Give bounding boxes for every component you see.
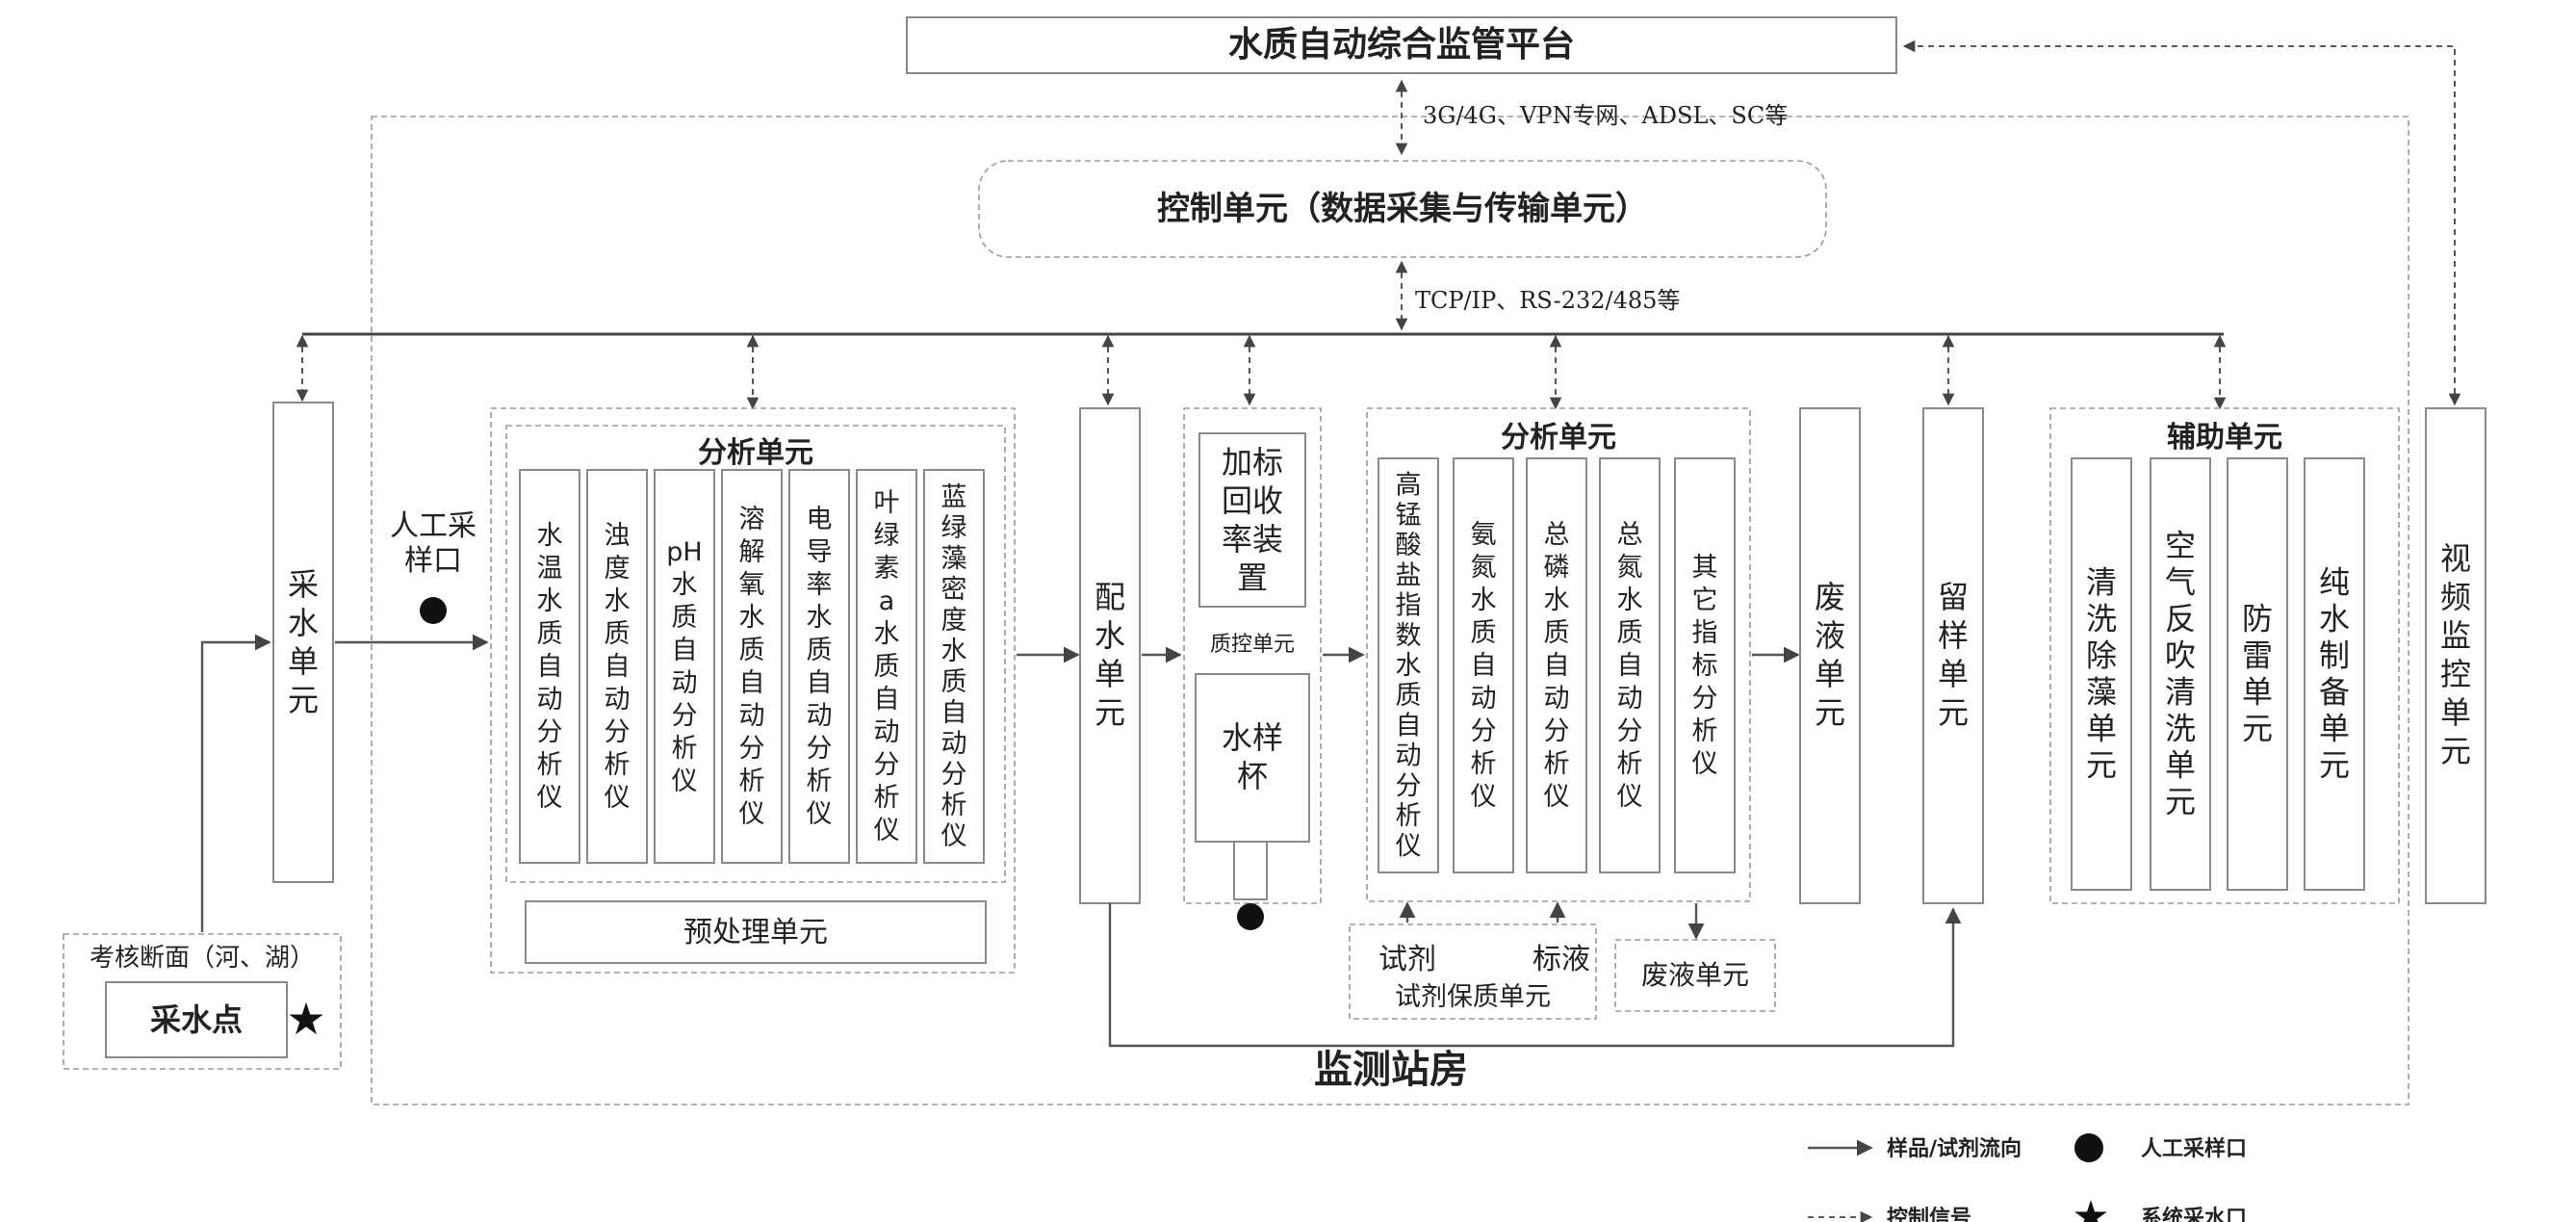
pretreat-label: 预处理单元 xyxy=(683,916,828,949)
station-border xyxy=(371,116,2409,1105)
aux-item-label-3: 防雷单元 xyxy=(2242,601,2273,747)
analysis1-instrument-1: 水温水质自动分析仪 xyxy=(519,469,580,864)
station-label: 监测站房 xyxy=(1314,1048,1468,1092)
manual-port-dot xyxy=(420,597,447,624)
aux-title: 辅助单元 xyxy=(2167,421,2282,455)
legend-flow-label: 样品/试剂流向 xyxy=(1887,1136,2022,1161)
control-unit-label: 控制单元（数据采集与传输单元） xyxy=(1157,190,1648,228)
spike-recovery-label: 加标回收率装置 xyxy=(1222,444,1283,596)
analysis2-instrument-5: 其它指标分析仪 xyxy=(1674,457,1736,873)
legend-star-icon: ★ xyxy=(2072,1192,2109,1222)
analysis1-instrument-2: 浊度水质自动分析仪 xyxy=(586,469,648,864)
platform-box: 水质自动综合监管平台 xyxy=(906,16,1897,74)
video-platform-link xyxy=(1902,39,2461,406)
manual-port-label: 人工采样口 xyxy=(390,509,477,578)
sampling-point-label: 采水点 xyxy=(150,1001,243,1038)
waste-unit-small: 废液单元 xyxy=(1614,939,1776,1012)
analysis1-instrument-label-7: 蓝绿藻密度水质自动分析仪 xyxy=(941,482,967,851)
analysis2-instrument-1: 高锰酸盐指数水质自动分析仪 xyxy=(1378,457,1439,873)
legend-manual-label: 人工采样口 xyxy=(2141,1136,2247,1161)
reagent-unit-title: 试剂保质单元 xyxy=(1395,982,1551,1012)
analysis1-instrument-label-4: 溶解氧水质自动分析仪 xyxy=(739,505,765,829)
aux-items: 清洗除藻单元 空气反吹清洗单元 防雷单元 纯水制备单元 xyxy=(2071,457,2365,891)
video-unit: 视频监控单元 xyxy=(2425,407,2486,904)
analysis2-instrument-label-2: 氨氮水质自动分析仪 xyxy=(1471,520,1497,812)
analysis1-instrument-label-1: 水温水质自动分析仪 xyxy=(537,521,563,813)
system-intake-star-icon: ★ xyxy=(286,993,325,1045)
distribution-label: 配水单元 xyxy=(1095,579,1125,731)
network-top-label: 3G/4G、VPN专网、ADSL、SC等 xyxy=(1423,102,1788,129)
bus-drops xyxy=(296,334,2227,410)
section-label: 考核断面（河、湖） xyxy=(90,944,315,973)
analysis2-instrument-label-4: 总氮水质自动分析仪 xyxy=(1617,520,1643,812)
aux-item-3: 防雷单元 xyxy=(2227,457,2288,891)
platform-title: 水质自动综合监管平台 xyxy=(1228,25,1575,65)
waste-unit: 废液单元 xyxy=(1799,407,1861,904)
analysis1-instrument-7: 蓝绿藻密度水质自动分析仪 xyxy=(923,469,985,864)
legend-manual-dot-icon xyxy=(2074,1133,2103,1162)
qc-manual-port-dot xyxy=(1237,903,1264,930)
reagent-label: 试剂 xyxy=(1378,943,1436,976)
retention-label: 留样单元 xyxy=(1938,579,1969,731)
video-label: 视频监控单元 xyxy=(2440,540,2471,769)
waste-label: 废液单元 xyxy=(1815,579,1845,731)
qc-unit: 加标回收率装置 质控单元 水样杯 xyxy=(1183,407,1322,904)
analysis2-instrument-label-1: 高锰酸盐指数水质自动分析仪 xyxy=(1396,471,1422,862)
aux-item-label-2: 空气反吹清洗单元 xyxy=(2165,528,2196,820)
analysis2-title: 分析单元 xyxy=(1501,421,1616,455)
analysis2-instruments: 高锰酸盐指数水质自动分析仪 氨氮水质自动分析仪 总磷水质自动分析仪 总氮水质自动分析仪… xyxy=(1378,457,1736,873)
analysis1-instrument-4: 溶解氧水质自动分析仪 xyxy=(721,469,783,864)
analysis2-instrument-label-3: 总磷水质自动分析仪 xyxy=(1544,520,1570,812)
analysis2-instrument-label-5: 其它指标分析仪 xyxy=(1692,553,1718,779)
analysis2-instrument-2: 氨氮水质自动分析仪 xyxy=(1453,457,1514,873)
retention-unit: 留样单元 xyxy=(1922,407,1984,904)
aux-item-1: 清洗除藻单元 xyxy=(2071,457,2132,891)
reagent-unit: 试剂 标液 试剂保质单元 xyxy=(1349,923,1597,1020)
aux-item-2: 空气反吹清洗单元 xyxy=(2150,457,2211,891)
network-bus-label: TCP/IP、RS-232/485等 xyxy=(1415,287,1680,314)
legend: 样品/试剂流向 人工采样口 控制信号 ★ 系统采水口 xyxy=(1808,1133,2247,1222)
legend-system-label: 系统采水口 xyxy=(2141,1206,2247,1222)
sample-cup-label: 水样杯 xyxy=(1222,719,1283,794)
analysis1-instrument-label-5: 电导率水质自动分析仪 xyxy=(807,505,833,829)
legend-control-label: 控制信号 xyxy=(1887,1206,1971,1222)
waste-small-label: 废液单元 xyxy=(1641,959,1749,991)
section-box: 考核断面（河、湖） 采水点 xyxy=(63,933,342,1070)
distribution-unit: 配水单元 xyxy=(1079,407,1141,904)
analysis1-instrument-label-2: 浊度水质自动分析仪 xyxy=(605,521,631,813)
control-unit: 控制单元（数据采集与传输单元） xyxy=(978,160,1827,258)
analysis-unit-2: 分析单元 高锰酸盐指数水质自动分析仪 氨氮水质自动分析仪 总磷水质自动分析仪 总氮水质… xyxy=(1366,407,1751,902)
analysis2-instrument-4: 总氮水质自动分析仪 xyxy=(1599,457,1661,873)
analysis2-instrument-3: 总磷水质自动分析仪 xyxy=(1526,457,1587,873)
intake-unit: 采水单元 xyxy=(272,402,334,883)
analysis1-instrument-5: 电导率水质自动分析仪 xyxy=(788,469,850,864)
flow-distribution-retention xyxy=(1108,903,1962,1048)
auxiliary-unit: 辅助单元 清洗除藻单元 空气反吹清洗单元 防雷单元 纯水制备单元 xyxy=(2049,407,2400,904)
qc-title: 质控单元 xyxy=(1210,633,1295,657)
aux-item-4: 纯水制备单元 xyxy=(2304,457,2365,891)
analysis1-title: 分析单元 xyxy=(698,436,813,470)
flow-section-intake xyxy=(200,634,271,932)
aux-item-label-1: 清洗除藻单元 xyxy=(2086,564,2117,784)
intake-label: 采水单元 xyxy=(288,566,319,718)
aux-item-label-4: 纯水制备单元 xyxy=(2319,564,2350,784)
standard-label: 标液 xyxy=(1533,943,1590,976)
